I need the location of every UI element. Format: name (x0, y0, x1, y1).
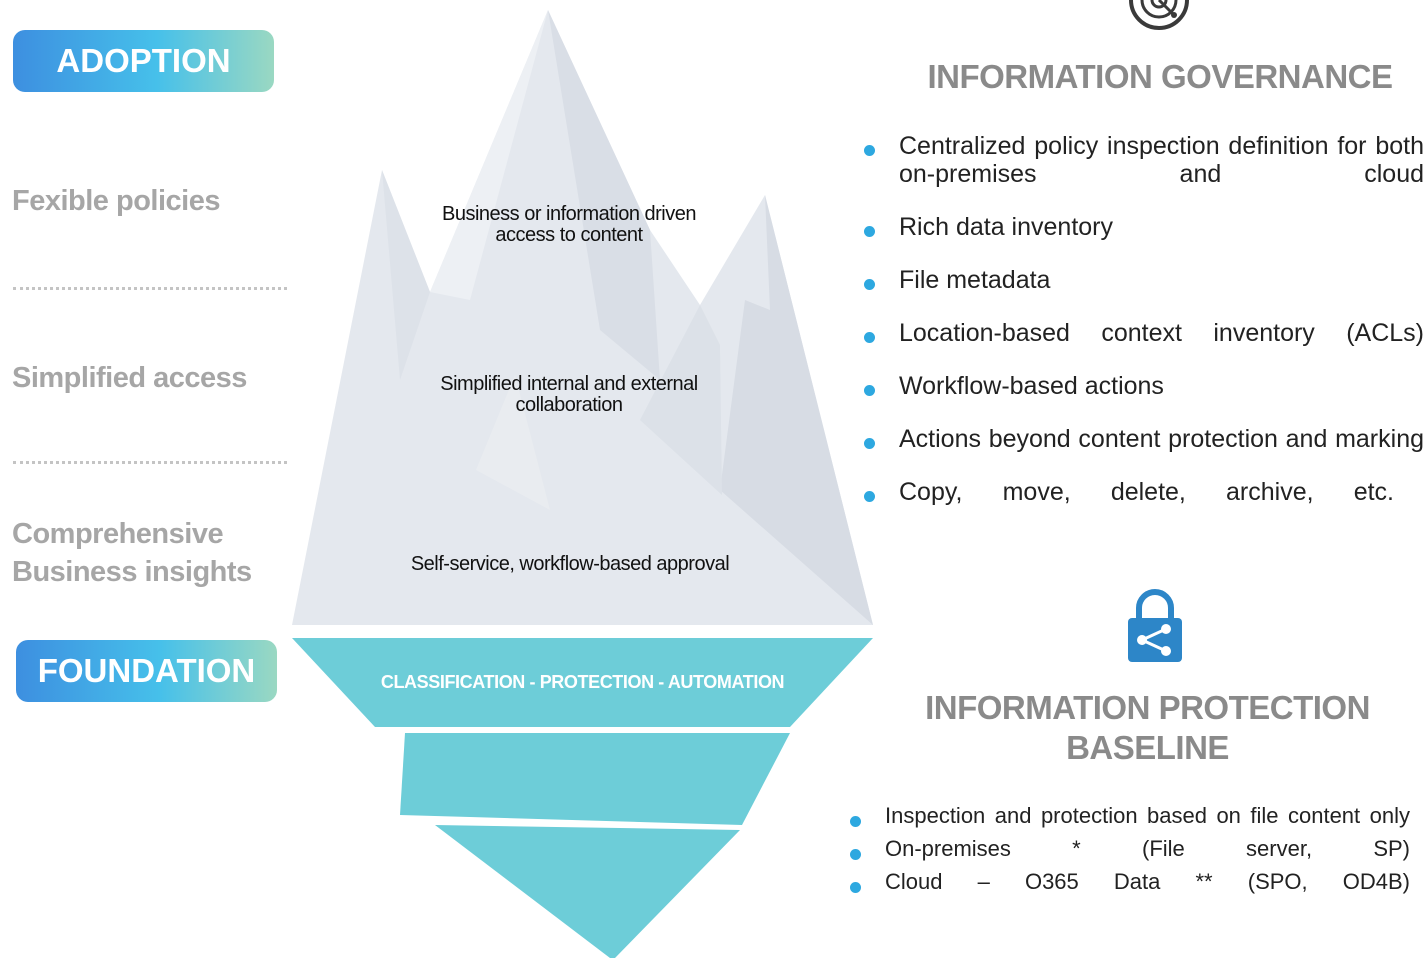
governance-title: INFORMATION GOVERNANCE (927, 58, 1393, 95)
iceberg-facet (382, 170, 430, 380)
list-item: Workflow-based actions (864, 372, 1424, 400)
protection-title: INFORMATION PROTECTION BASELINE (925, 689, 1370, 766)
iceberg-facet (430, 10, 548, 300)
protection-list: Inspection and protection based on file … (850, 805, 1410, 905)
list-item: Cloud – O365 Data ** (SPO, OD4B) (850, 871, 1410, 893)
iceberg-foundation-label: CLASSIFICATION - PROTECTION - AUTOMATION (380, 672, 785, 692)
iceberg-label-collaboration: Simplified internal and external collabo… (440, 373, 698, 416)
iceberg-facet (640, 305, 722, 495)
iceberg-facet (720, 195, 873, 625)
iceberg-label-approval: Self-service, workflow-based approval (410, 553, 730, 575)
list-item: Centralized policy inspection definition… (864, 132, 1424, 188)
iceberg-below-water-band (292, 638, 873, 727)
foundation-badge: FOUNDATION (16, 640, 277, 702)
level-label-simplified-access: Simplified access (12, 362, 247, 394)
divider (13, 287, 287, 290)
iceberg-below-water-band (435, 825, 740, 958)
iceberg-below-water-band (400, 733, 790, 825)
list-item: Actions beyond content protection and ma… (864, 425, 1424, 453)
list-item: Copy, move, delete, archive, etc. (864, 478, 1424, 506)
adoption-badge: ADOPTION (13, 30, 274, 92)
list-item: Location-based context inventory (ACLs) (864, 319, 1424, 347)
governance-list: Centralized policy inspection definition… (864, 132, 1424, 531)
list-item: File metadata (864, 266, 1424, 294)
level-label-business-insights: Comprehensive Business insights (12, 518, 252, 588)
lock-share-icon (1128, 589, 1182, 662)
iceberg-label-access: Business or information driven access to… (441, 203, 697, 246)
divider (13, 461, 287, 464)
iceberg-facet (548, 10, 660, 380)
list-item: On-premises * (File server, SP) (850, 838, 1410, 860)
list-item: Rich data inventory (864, 213, 1424, 241)
iceberg-facet (476, 375, 550, 510)
radar-icon (1129, 0, 1189, 30)
level-label-flexible-policies: Fexible policies (12, 185, 220, 217)
list-item: Inspection and protection based on file … (850, 805, 1410, 827)
